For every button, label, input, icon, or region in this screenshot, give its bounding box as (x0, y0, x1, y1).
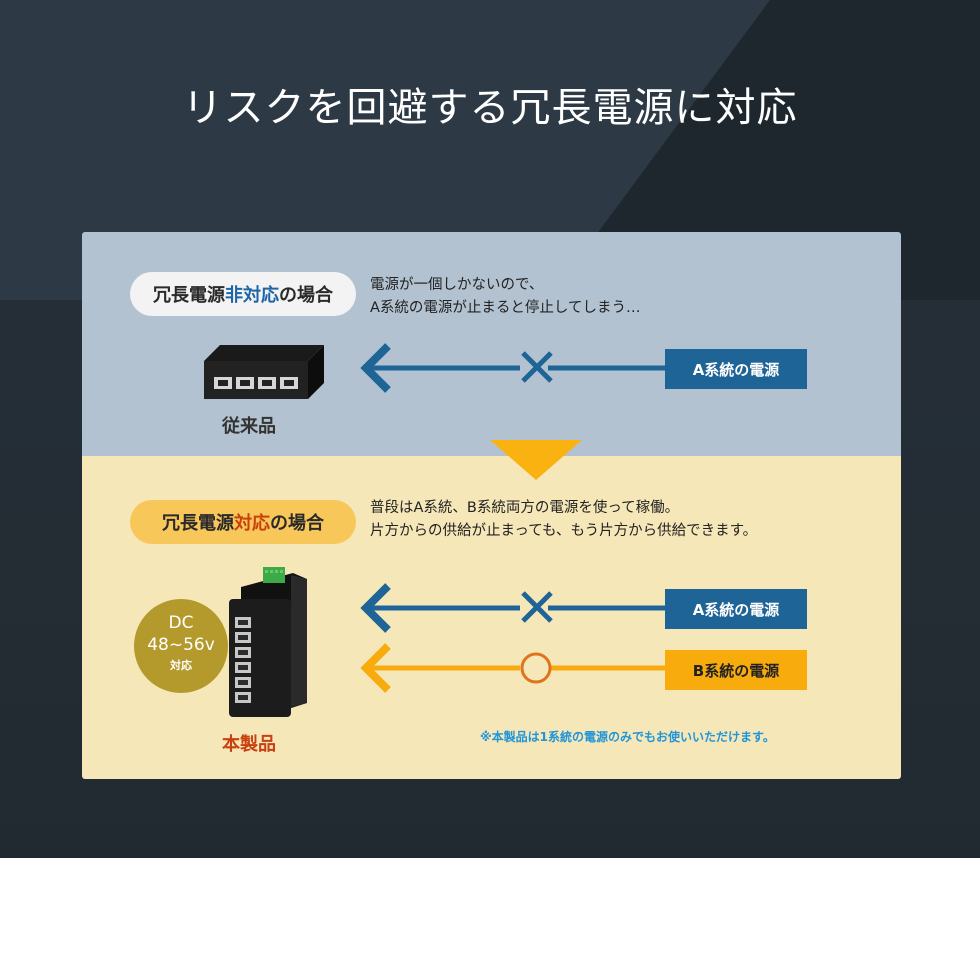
conventional-switch-icon (204, 345, 324, 399)
pill-text-post: の場合 (270, 513, 324, 534)
footnote: ※本製品は1系統の電源のみでもお使いいただけます。 (480, 730, 775, 744)
power-arrow-b-active (360, 643, 667, 693)
description-line: A系統の電源が止まると停止してしまう… (370, 300, 641, 316)
power-source-b: B系統の電源 (665, 650, 807, 690)
pill-text-pre: 冗長電源 (153, 285, 225, 306)
conventional-description: 電源が一個しかないので、 A系統の電源が止まると停止してしまう… (370, 274, 640, 320)
hero-diagonal-shape (0, 0, 980, 300)
power-source-a: A系統の電源 (665, 349, 807, 389)
dc-voltage-badge: DC 48~56v 対応 (134, 599, 228, 693)
description-line: 普段はA系統、B系統両方の電源を使って稼働。 (370, 500, 680, 516)
conventional-caption: 従来品 (222, 416, 276, 437)
pill-text-highlight: 非対応 (225, 285, 279, 306)
comparison-card: 冗長電源非対応の場合 電源が一個しかないので、 A系統の電源が止まると停止してし… (82, 232, 901, 779)
description-line: 電源が一個しかないので、 (370, 277, 544, 293)
power-source-a: A系統の電源 (665, 589, 807, 629)
circle-ok-icon (520, 652, 552, 684)
industrial-switch-icon (229, 567, 307, 717)
badge-line: 対応 (170, 659, 192, 672)
pill-text-post: の場合 (279, 285, 333, 306)
badge-line: DC (168, 613, 194, 633)
pill-text-pre: 冗長電源 (162, 513, 234, 534)
conventional-pill: 冗長電源非対応の場合 (130, 272, 356, 316)
badge-line: 48~56v (147, 635, 215, 655)
description-line: 片方からの供給が止まっても、もう片方から供給できます。 (370, 523, 758, 539)
product-description: 普段はA系統、B系統両方の電源を使って稼働。 片方からの供給が止まっても、もう片… (370, 497, 757, 543)
power-arrow-a-blocked (360, 343, 667, 393)
pill-text-highlight: 対応 (234, 513, 270, 534)
cross-icon (521, 591, 553, 623)
cross-icon (521, 351, 553, 383)
page-title: リスクを回避する冗長電源に対応 (182, 85, 798, 131)
power-arrow-a-blocked (360, 583, 667, 633)
product-pill: 冗長電源対応の場合 (130, 500, 356, 544)
down-arrow-indicator (490, 440, 582, 480)
product-caption: 本製品 (222, 734, 276, 755)
conventional-panel: 冗長電源非対応の場合 電源が一個しかないので、 A系統の電源が止まると停止してし… (82, 232, 901, 456)
